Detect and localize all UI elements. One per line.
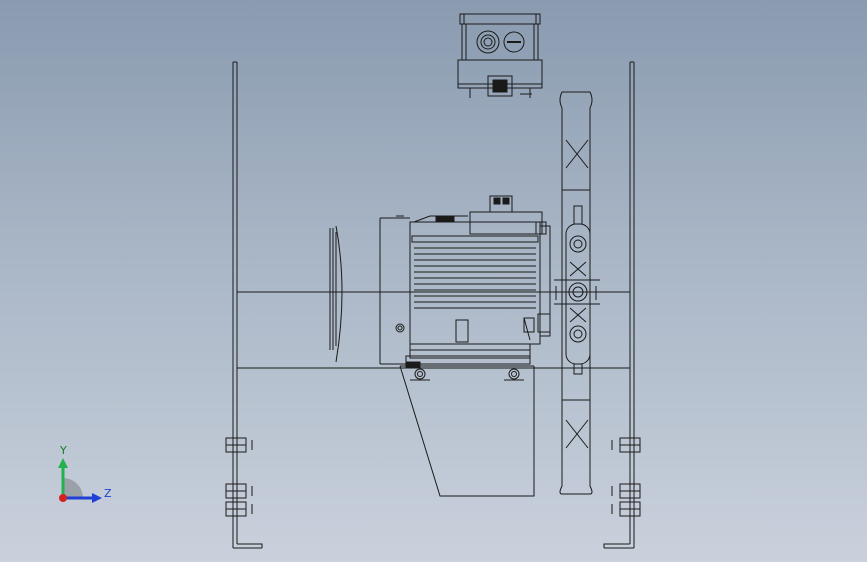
z-axis-head (92, 493, 102, 503)
coordinate-triad: Y Z (58, 444, 112, 503)
x-axis-origin (59, 494, 67, 502)
electric-motor (405, 195, 551, 369)
motor-mount-bracket (399, 365, 535, 497)
y-axis-label: Y (59, 444, 67, 457)
mounting-bolts-right (611, 437, 641, 517)
y-axis-head (58, 458, 68, 468)
mounting-bolts-left (225, 437, 253, 517)
terminal-box (457, 13, 543, 98)
right-side-plate (603, 61, 635, 549)
left-side-plate (232, 61, 263, 549)
triad-quadrant (63, 478, 83, 498)
fan-impeller (554, 91, 600, 495)
motor-front-cover (329, 215, 410, 365)
z-axis-label: Z (104, 487, 112, 500)
motor-cooling-fins (414, 247, 536, 309)
reference-lines (237, 291, 630, 369)
